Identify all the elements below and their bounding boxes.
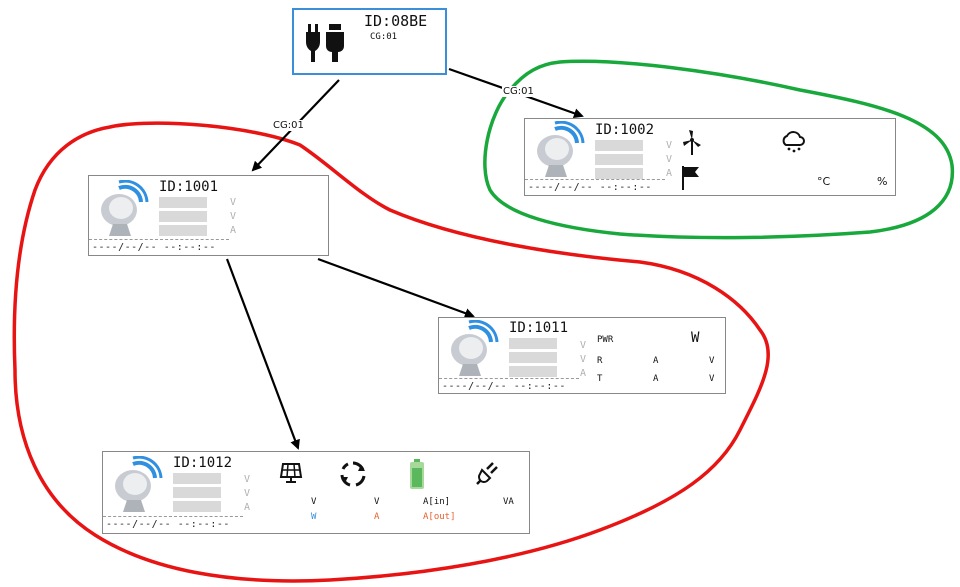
edge-label-1001: CG:01 (272, 120, 305, 131)
value-bar (173, 501, 221, 512)
value-bar (173, 487, 221, 498)
satellite-dish-icon (115, 456, 163, 512)
temperature-unit: °C (817, 175, 831, 188)
value-bar (509, 366, 557, 377)
power-label: PWR (597, 335, 614, 345)
edge-label-1002: CG:01 (502, 86, 535, 97)
node-1011[interactable]: ID:1011 V V A ----/--/-- --:--:-- PWR W … (438, 317, 726, 394)
group-outline-red (12, 121, 770, 583)
unit-label: A (580, 368, 587, 379)
node-root-id: ID:08BE (364, 12, 428, 30)
node-1012-id: ID:1012 (173, 455, 233, 471)
node-1001-id: ID:1001 (159, 179, 219, 195)
satellite-dish-icon (537, 121, 585, 177)
divider (439, 378, 579, 379)
unit-label: A (244, 502, 251, 513)
node-root[interactable]: ID:08BE CG:01 (292, 8, 447, 75)
solar-volt-unit: V (311, 497, 317, 507)
value-bar (595, 154, 643, 165)
value-bar (173, 473, 221, 484)
inverter-cycle-icon (340, 461, 366, 487)
power-plug-icon (306, 24, 344, 62)
unit-label: V (244, 474, 251, 485)
value-bar (509, 338, 557, 349)
phase-r-volt-unit: V (709, 356, 715, 366)
power-plug-icon (476, 462, 498, 485)
satellite-dish-icon (451, 320, 499, 376)
phase-t-label: T (597, 374, 603, 384)
node-1001[interactable]: ID:1001 V V A ----/--/-- --:--:-- (88, 175, 329, 256)
unit-label: A (666, 168, 673, 179)
unit-label: V (230, 197, 237, 208)
battery-in-unit: A[in] (423, 497, 451, 507)
unit-label: A (230, 225, 237, 236)
unit-label: V (580, 340, 587, 351)
power-unit: W (691, 330, 700, 346)
node-1012[interactable]: ID:1012 V V A ----/--/-- --:--:-- V W V … (102, 451, 530, 534)
phase-r-label: R (597, 356, 603, 366)
rain-cloud-icon (782, 131, 805, 153)
wind-turbine-icon (683, 130, 701, 155)
battery-icon (410, 459, 424, 489)
solar-watt-unit: W (311, 512, 317, 522)
value-bar (159, 211, 207, 222)
node-1002-id: ID:1002 (595, 122, 655, 138)
unit-label: V (666, 154, 673, 165)
divider (89, 239, 229, 240)
timestamp: ----/--/-- --:--:-- (92, 242, 216, 253)
node-1002[interactable]: ID:1002 V V A ----/--/-- --:--:-- °C % (524, 118, 896, 196)
flag-icon (682, 166, 699, 190)
battery-out-unit: A[out] (423, 512, 456, 522)
divider (525, 179, 665, 180)
value-bar (509, 352, 557, 363)
divider (103, 516, 243, 517)
load-va-unit: VA (503, 497, 514, 507)
humidity-unit: % (877, 175, 888, 188)
timestamp: ----/--/-- --:--:-- (106, 519, 230, 530)
unit-label: V (666, 140, 673, 151)
node-root-cg: CG:01 (370, 32, 398, 42)
value-bar (595, 140, 643, 151)
unit-label: V (580, 354, 587, 365)
edge-1001-1012 (225, 258, 300, 450)
unit-label: V (230, 211, 237, 222)
phase-t-volt-unit: V (709, 374, 715, 384)
timestamp: ----/--/-- --:--:-- (442, 381, 566, 392)
value-bar (159, 225, 207, 236)
phase-t-amp-unit: A (653, 374, 659, 384)
unit-label: V (244, 488, 251, 499)
inverter-volt-unit: V (374, 497, 380, 507)
value-bar (159, 197, 207, 208)
solar-panel-icon (279, 463, 303, 483)
group-outline-green (483, 59, 955, 240)
satellite-dish-icon (101, 180, 149, 236)
edge-1001-1011 (317, 257, 475, 318)
value-bar (595, 168, 643, 179)
node-1011-id: ID:1011 (509, 320, 569, 336)
inverter-amp-unit: A (374, 512, 380, 522)
phase-r-amp-unit: A (653, 356, 659, 366)
timestamp: ----/--/-- --:--:-- (528, 182, 652, 193)
